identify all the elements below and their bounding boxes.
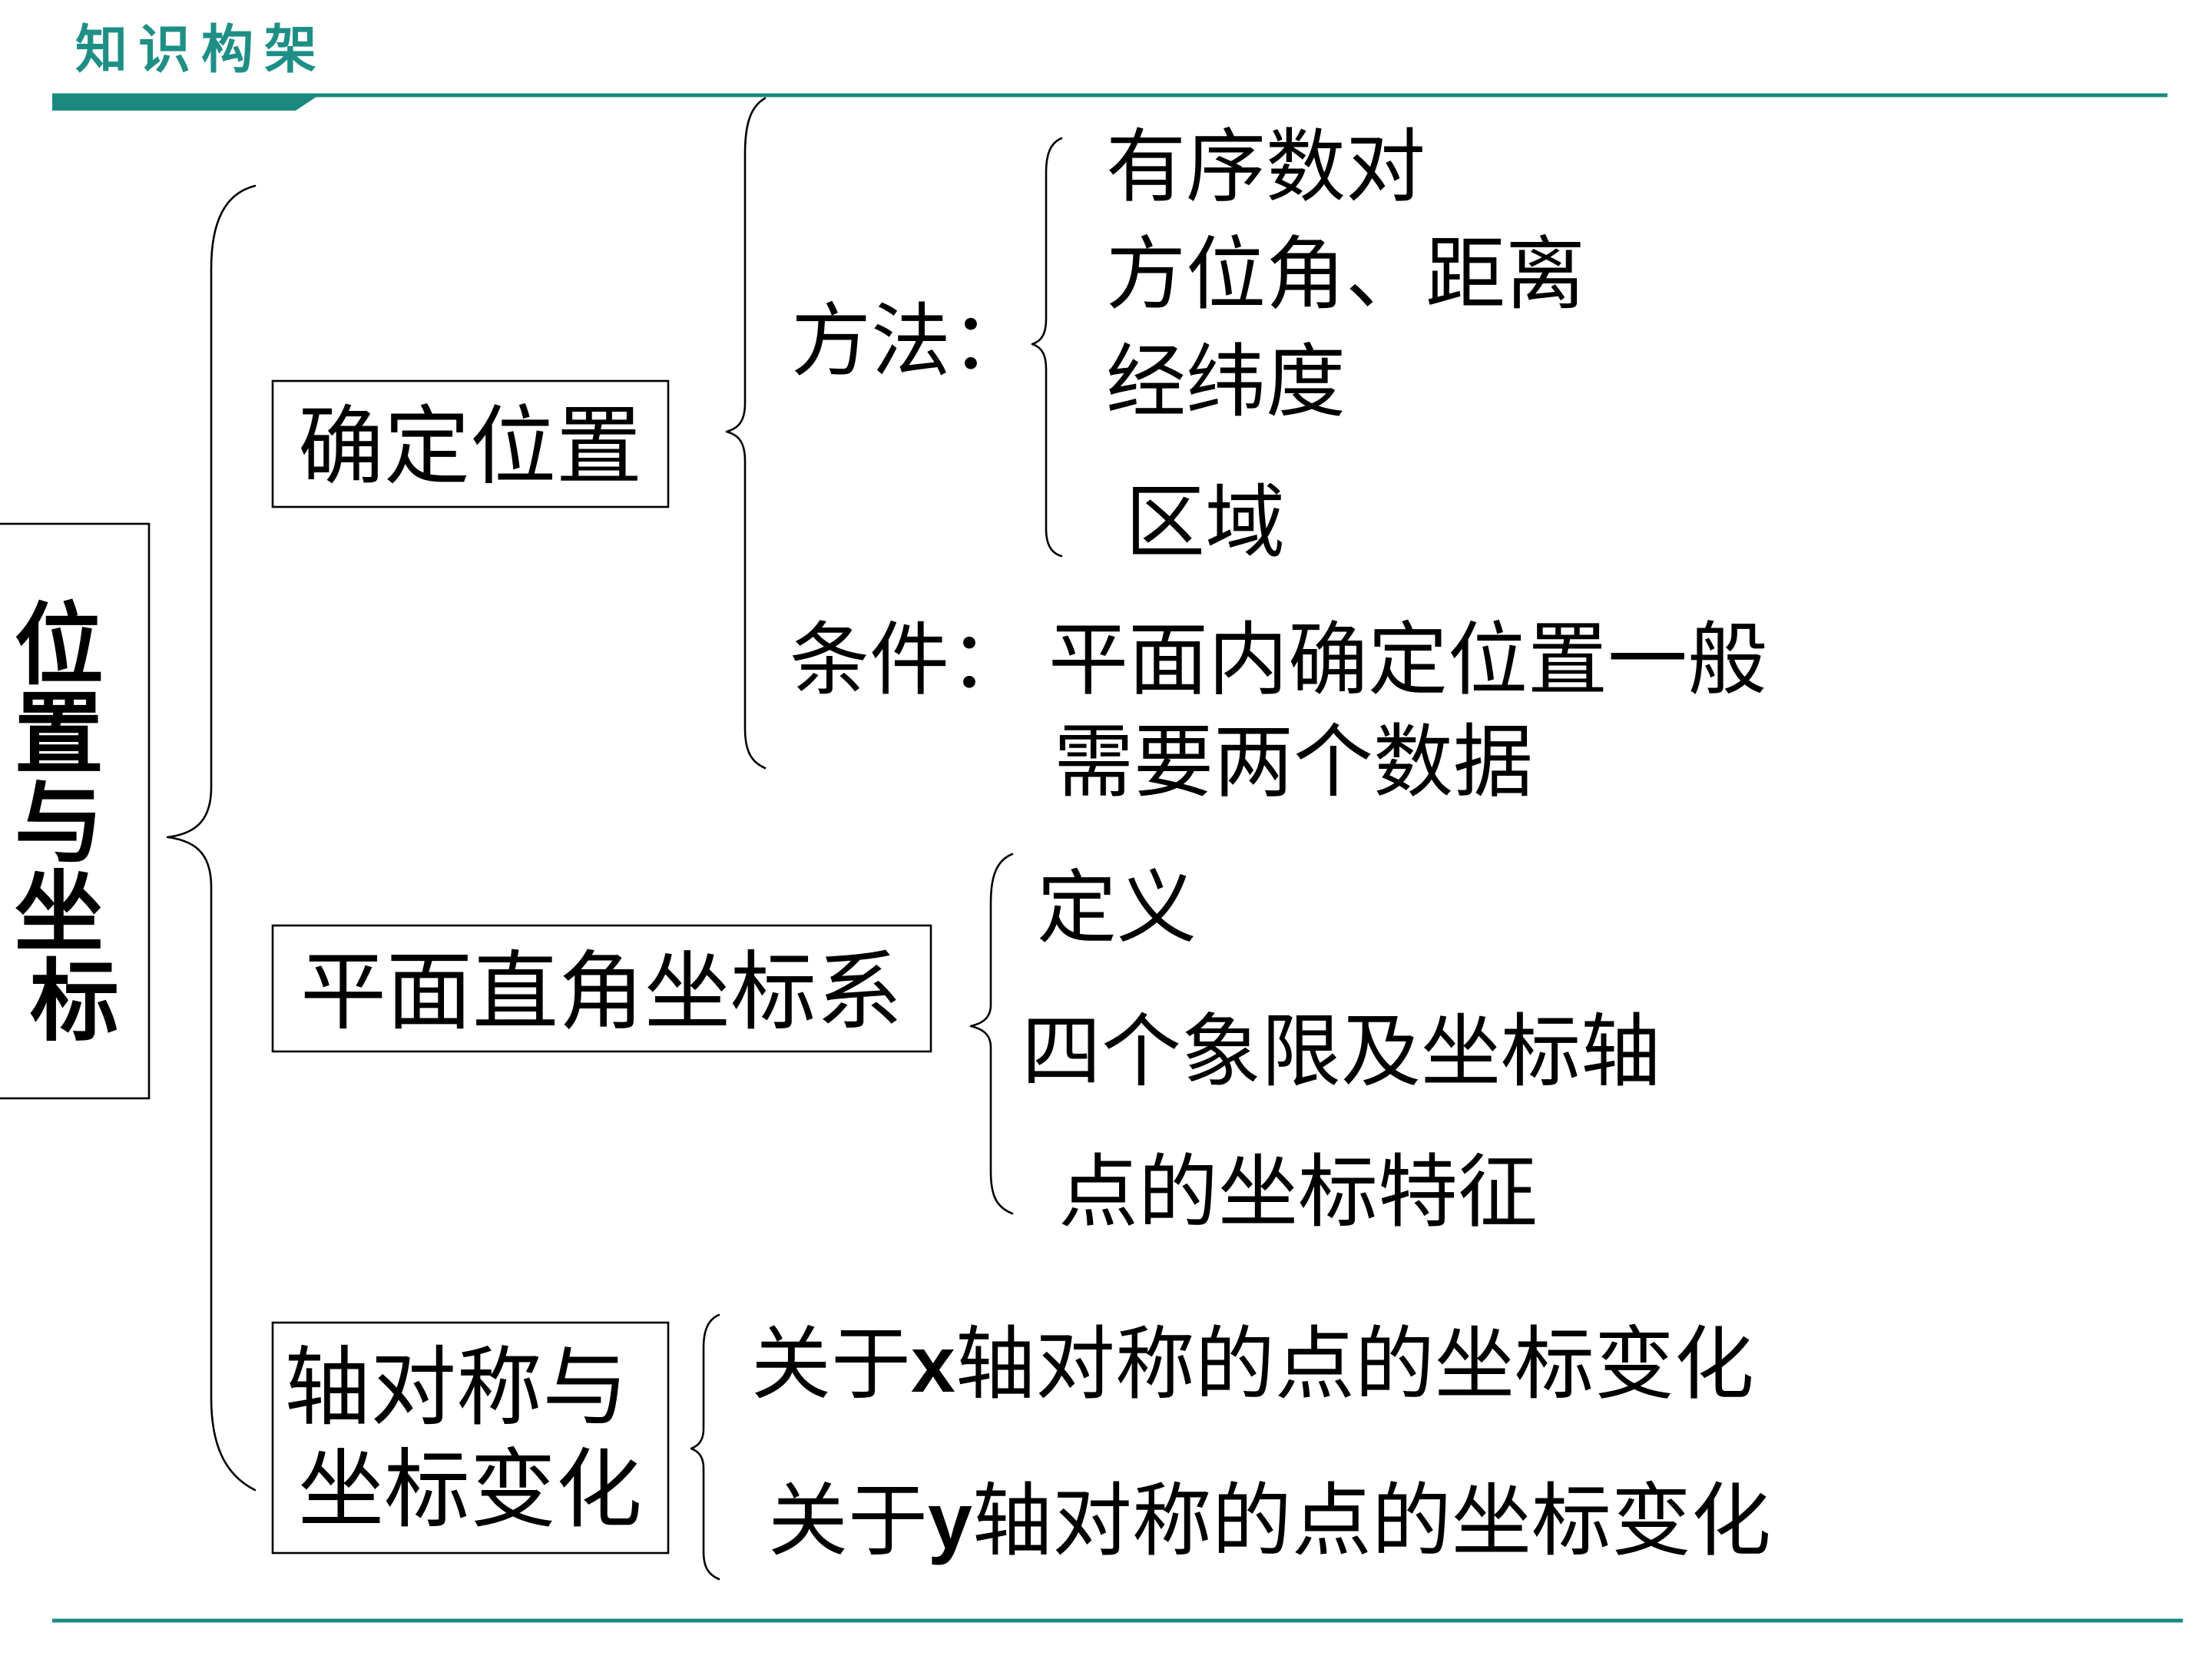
brace-symmetry bbox=[690, 1313, 720, 1581]
header-title: 知识构架 bbox=[75, 19, 327, 81]
root-node-char: 位 bbox=[15, 593, 104, 697]
topic-label-cartesian-system: 平面直角坐标系 bbox=[300, 942, 902, 1042]
topic-box-determine-position bbox=[271, 379, 670, 508]
method-label: 方法： bbox=[791, 294, 1031, 388]
symmetry-item-y-axis: 关于y轴对称的点的坐标变化 bbox=[768, 1474, 1771, 1568]
root-node-label: 位 置 与 坐 标 bbox=[15, 593, 134, 1054]
method-item-azimuth-distance: 方位角、距离 bbox=[1106, 227, 1585, 321]
method-item-latitude-longitude: 经纬度 bbox=[1106, 335, 1346, 429]
method-item-ordered-pair: 有序数对 bbox=[1106, 120, 1426, 214]
symmetry-item-x-axis: 关于x轴对称的点的坐标变化 bbox=[751, 1317, 1754, 1411]
root-node-char: 置 bbox=[15, 682, 104, 786]
brace-cartesian-system bbox=[969, 853, 1014, 1215]
root-node-box bbox=[0, 522, 151, 1100]
topic-box-symmetry bbox=[271, 1321, 670, 1555]
method-item-region: 区域 bbox=[1125, 475, 1285, 569]
symmetry-item-y-axis-letter: y bbox=[928, 1477, 972, 1566]
cartesian-item-definition: 定义 bbox=[1037, 861, 1197, 955]
main-brace bbox=[166, 184, 257, 1492]
symmetry-item-x-suffix: 轴对称的点的坐标变化 bbox=[955, 1317, 1754, 1411]
cartesian-item-point-features: 点的坐标特征 bbox=[1058, 1145, 1538, 1239]
topic-box-cartesian-system bbox=[271, 924, 932, 1053]
symmetry-item-x-axis-letter: x bbox=[911, 1320, 955, 1409]
root-node-char: 坐 bbox=[15, 860, 104, 965]
condition-line-2: 需要两个数据 bbox=[1054, 715, 1533, 809]
symmetry-item-x-prefix: 关于 bbox=[751, 1317, 911, 1411]
symmetry-item-y-prefix: 关于 bbox=[768, 1474, 928, 1568]
topic-label-determine-position: 确定位置 bbox=[298, 397, 642, 497]
root-node-char: 与 bbox=[15, 771, 104, 876]
condition-label: 条件： bbox=[790, 613, 1029, 707]
cartesian-item-quadrants-axes: 四个象限及坐标轴 bbox=[1022, 1005, 1661, 1098]
header-accent-wedge bbox=[52, 95, 319, 111]
brace-methods bbox=[1031, 137, 1063, 558]
root-node-char: 标 bbox=[30, 949, 119, 1054]
topic-label-symmetry-line-2: 坐标变化 bbox=[298, 1440, 642, 1540]
topic-label-symmetry-line-1: 轴对称与 bbox=[284, 1338, 628, 1438]
condition-line-1: 平面内确定位置一般 bbox=[1048, 613, 1767, 707]
symmetry-item-y-suffix: 轴对称的点的坐标变化 bbox=[972, 1474, 1771, 1568]
topic-label-symmetry: 轴对称与 坐标变化 bbox=[284, 1338, 656, 1540]
brace-determine-position bbox=[725, 97, 767, 770]
